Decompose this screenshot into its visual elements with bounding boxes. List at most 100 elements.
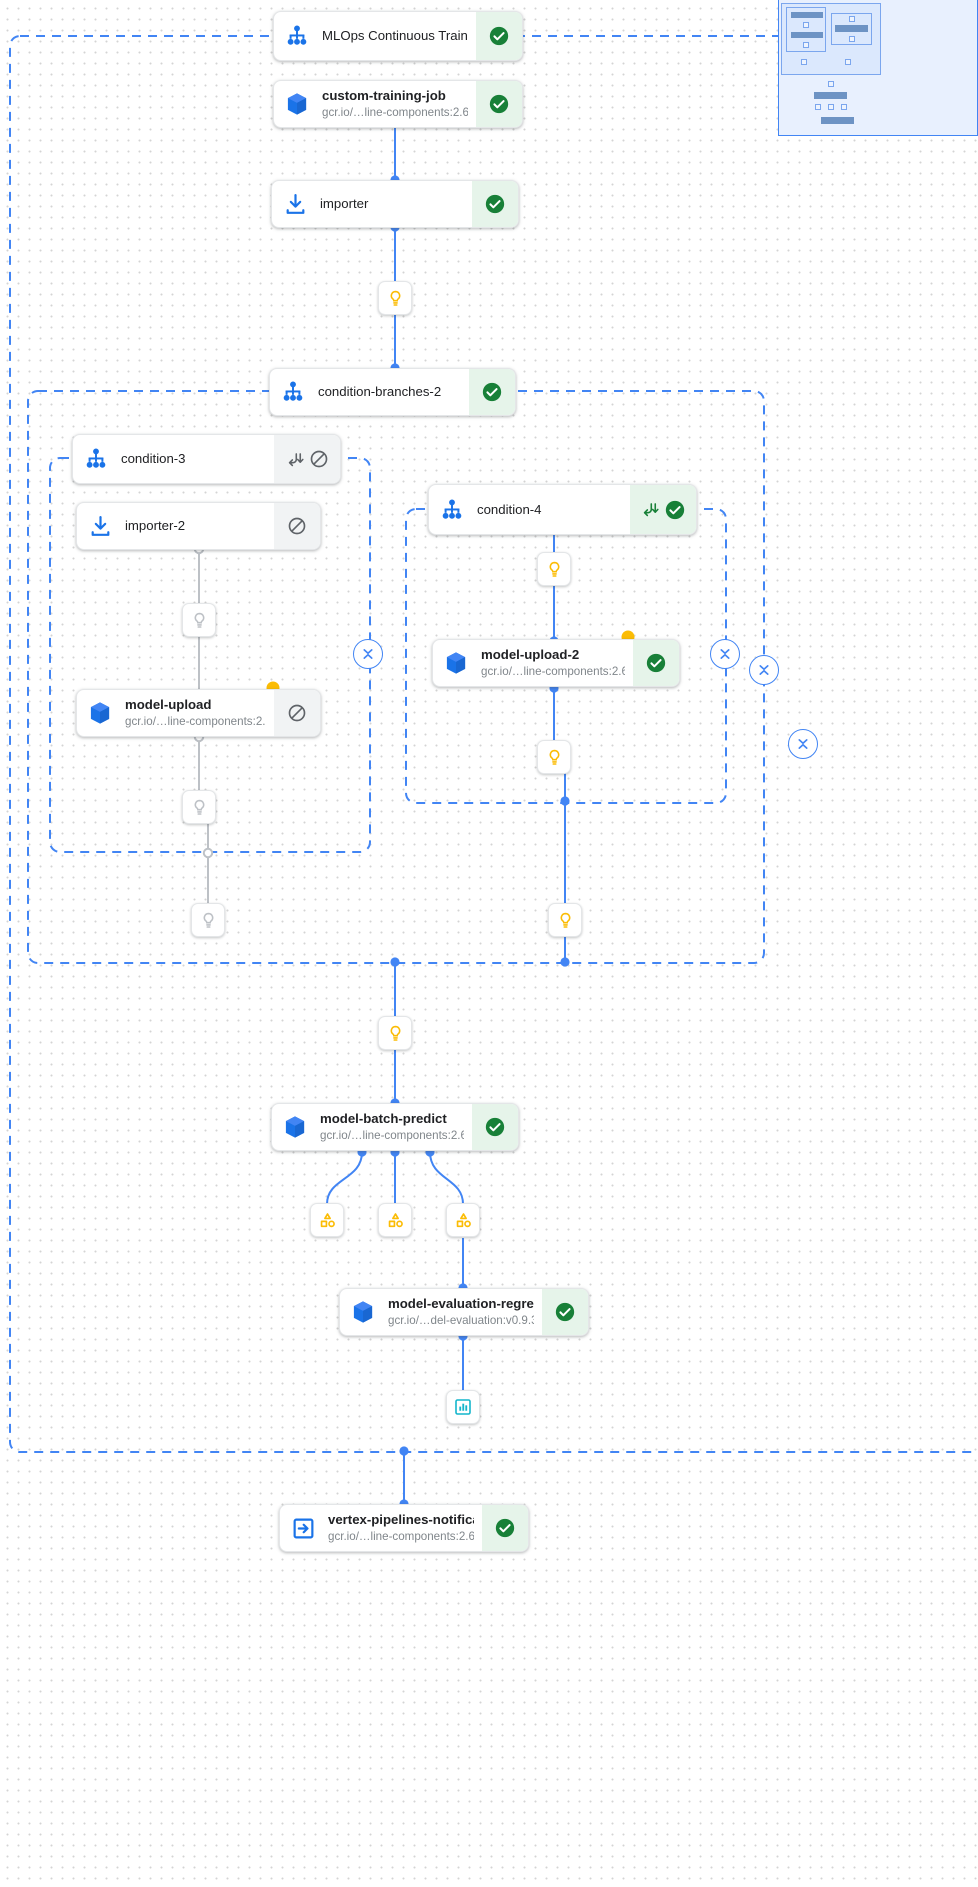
collapse-condition-branches-2-button[interactable] [749, 655, 779, 685]
node-title: model-upload [125, 697, 212, 712]
node-condition-branches-2[interactable]: condition-branches-2 [269, 368, 516, 416]
container-cube-icon [433, 640, 479, 686]
status-badge-succeeded [472, 181, 518, 227]
node-model-batch-predict[interactable]: model-batch-predict gcr.io/…line-compone… [271, 1103, 519, 1151]
lightbulb-icon [560, 912, 570, 928]
artifact-shapes-icon [388, 1212, 403, 1227]
node-importer-2[interactable]: importer-2 [76, 502, 321, 550]
status-badge-succeeded [633, 640, 679, 686]
node-text: model-batch-predict gcr.io/…line-compone… [318, 1104, 472, 1150]
node-text: condition-3 [119, 435, 274, 483]
minimap-node [845, 59, 851, 65]
node-text: importer [318, 181, 472, 227]
minimap-group-left [786, 7, 826, 52]
node-title: model-upload-2 [481, 647, 580, 662]
check-circle-icon [646, 653, 666, 673]
check-circle-icon [495, 1518, 515, 1538]
node-condition-4[interactable]: condition-4 [428, 484, 697, 535]
node-pipeline-root[interactable]: MLOps Continuous Traini… [273, 11, 523, 61]
pipeline-dag-icon [270, 369, 316, 415]
node-title: condition-branches-2 [318, 384, 442, 399]
chip-param-before-batch-predict[interactable] [378, 1016, 412, 1050]
check-circle-icon [485, 194, 505, 214]
minimap-node [841, 104, 847, 110]
minimap-node [835, 25, 868, 32]
chip-param-after-importer[interactable] [378, 281, 412, 315]
node-condition-3[interactable]: condition-3 [72, 434, 341, 484]
chip-param-condition-4-out[interactable] [548, 903, 582, 937]
chip-artifact-metrics[interactable] [446, 1390, 480, 1424]
node-custom-training-job[interactable]: custom-training-job gcr.io/…line-compone… [273, 80, 523, 128]
minimap-node [821, 117, 854, 124]
check-circle-icon [485, 1117, 505, 1137]
artifact-shapes-icon [320, 1212, 335, 1227]
minimap-node [814, 92, 847, 99]
status-badge-succeeded [469, 369, 515, 415]
lightbulb-icon [390, 290, 400, 306]
block-circle-icon [288, 704, 306, 722]
status-badge-skipped [274, 503, 320, 549]
collapse-condition-3-button[interactable] [353, 639, 383, 669]
node-text: model-upload gcr.io/…line-components:2.6… [123, 690, 274, 736]
node-importer[interactable]: importer [271, 180, 519, 228]
check-circle-icon [489, 26, 509, 46]
collapse-chevrons-icon [798, 739, 808, 749]
lightbulb-icon [549, 749, 559, 765]
node-vertex-pipelines-notification[interactable]: vertex-pipelines-notificat… gcr.io/…line… [279, 1504, 529, 1552]
graph-minimap[interactable] [778, 0, 978, 136]
chip-param-after-model-upload-2[interactable] [537, 740, 571, 774]
lightbulb-icon [390, 1025, 400, 1041]
node-title: custom-training-job [322, 88, 446, 103]
collapse-condition-4-button[interactable] [710, 639, 740, 669]
import-download-icon [272, 181, 318, 227]
collapse-pipeline-root-button[interactable] [788, 729, 818, 759]
minimap-node [803, 22, 809, 28]
chip-artifact-dataset-2[interactable] [378, 1203, 412, 1237]
chip-artifact-dataset-3[interactable] [446, 1203, 480, 1237]
node-subtitle: gcr.io/…del-evaluation:v0.9.3 [388, 1314, 534, 1327]
node-title: importer-2 [125, 518, 186, 533]
chip-param-after-model-upload[interactable] [182, 790, 216, 824]
node-title: model-evaluation-regres… [388, 1296, 534, 1311]
node-text: model-upload-2 gcr.io/…line-components:2… [479, 640, 633, 686]
chip-param-before-model-upload-2[interactable] [537, 552, 571, 586]
check-circle-icon [489, 94, 509, 114]
lightbulb-icon [549, 561, 559, 577]
group-pipeline-root [9, 35, 978, 1453]
node-subtitle: gcr.io/…line-components:2.6.0 [481, 665, 625, 678]
minimap-node [791, 12, 823, 18]
node-model-upload-2[interactable]: model-upload-2 gcr.io/…line-components:2… [432, 639, 680, 687]
status-badge-succeeded [476, 12, 522, 60]
minimap-node [803, 42, 809, 48]
node-text: custom-training-job gcr.io/…line-compone… [320, 81, 476, 127]
container-cube-icon [77, 690, 123, 736]
node-model-evaluation-regression[interactable]: model-evaluation-regres… gcr.io/…del-eva… [339, 1288, 589, 1336]
chip-artifact-dataset-1[interactable] [310, 1203, 344, 1237]
minimap-node [801, 59, 807, 65]
bar-chart-icon [455, 1399, 471, 1415]
collapse-chevrons-icon [363, 649, 373, 659]
block-circle-icon [288, 517, 306, 535]
lightbulb-icon [203, 912, 213, 928]
status-badge-succeeded [472, 1104, 518, 1150]
pipeline-dag-icon [274, 12, 320, 60]
check-circle-icon [665, 500, 684, 519]
lightbulb-icon [194, 799, 204, 815]
pipeline-dag-icon [429, 485, 475, 534]
node-title: condition-3 [121, 451, 186, 466]
artifact-shapes-icon [456, 1212, 471, 1227]
minimap-group-right [831, 13, 872, 45]
chip-param-condition-3-out[interactable] [191, 903, 225, 937]
minimap-group-outer [781, 3, 881, 75]
minimap-node [849, 36, 855, 42]
node-subtitle: gcr.io/…line-components:2.6.0 [125, 715, 266, 728]
chip-param-after-importer-2[interactable] [182, 603, 216, 637]
node-title: model-batch-predict [320, 1111, 447, 1126]
node-text: MLOps Continuous Traini… [320, 12, 476, 60]
node-model-upload[interactable]: model-upload gcr.io/…line-components:2.6… [76, 689, 321, 737]
minimap-node [828, 81, 834, 87]
status-badge-succeeded [476, 81, 522, 127]
minimap-node [791, 32, 823, 38]
